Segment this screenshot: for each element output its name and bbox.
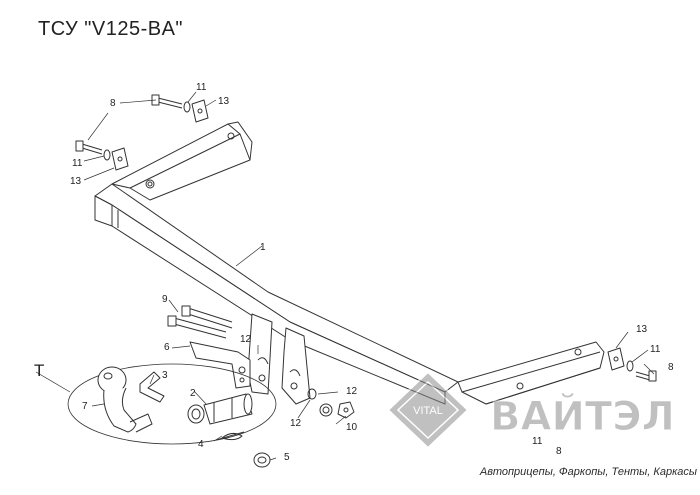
clip-4 (215, 431, 245, 441)
pin-3 (139, 371, 165, 403)
left-drop-plate (247, 313, 273, 395)
right-fasteners (607, 347, 657, 382)
label-part-10: 10 (346, 422, 358, 433)
label-part-13-left: 13 (70, 176, 82, 187)
top-left-fasteners (75, 94, 209, 171)
tow-ball (97, 366, 153, 433)
label-kit-T: T (34, 361, 44, 380)
label-part-13-right: 13 (636, 324, 648, 335)
vital-emblem-text: VITAL (413, 405, 443, 417)
label-part-11-right: 11 (650, 344, 661, 355)
label-part-4: 4 (198, 439, 204, 450)
crossbar-top-face (94, 183, 459, 393)
vital-watermark: VITAL ВАЙТЭЛ (386, 370, 675, 450)
label-part-11-top: 11 (196, 82, 207, 93)
vital-emblem-diamond (386, 370, 470, 450)
label-part-2: 2 (190, 388, 196, 399)
label-part-11-bottom: 11 (532, 436, 543, 447)
label-part-8-right: 8 (668, 362, 674, 373)
sleeve-2 (187, 393, 253, 425)
label-part-7: 7 (82, 401, 88, 412)
label-part-13-top: 13 (218, 96, 230, 107)
label-part-8-top: 8 (110, 98, 116, 109)
label-part-8-bottom: 8 (556, 446, 562, 457)
label-part-12-c: 12 (290, 418, 302, 429)
brand-name: ВАЙТЭЛ (490, 392, 675, 440)
label-part-12-b: 12 (346, 386, 358, 397)
tow-kit-outline (67, 363, 277, 445)
diagram-title: ТСУ "V125-BA" (38, 18, 184, 40)
label-part-5: 5 (284, 452, 290, 463)
brand-tagline: Автоприцепы, Фаркопы, Тенты, Каркасы (479, 466, 697, 478)
bolt-9-pair (167, 305, 233, 339)
label-part-9: 9 (162, 294, 168, 305)
label-part-3: 3 (162, 370, 168, 381)
nuts-and-washers (307, 388, 355, 419)
left-bracket-arm (111, 123, 251, 201)
label-part-12-a: 12 (240, 334, 252, 345)
label-part-1: 1 (260, 242, 266, 253)
label-part-11-left: 11 (72, 158, 83, 169)
label-part-6: 6 (164, 342, 170, 353)
washer-5 (253, 452, 271, 468)
right-drop-plate (281, 327, 311, 405)
ball-mount-plate (189, 341, 251, 389)
leader-lines (35, 91, 655, 461)
